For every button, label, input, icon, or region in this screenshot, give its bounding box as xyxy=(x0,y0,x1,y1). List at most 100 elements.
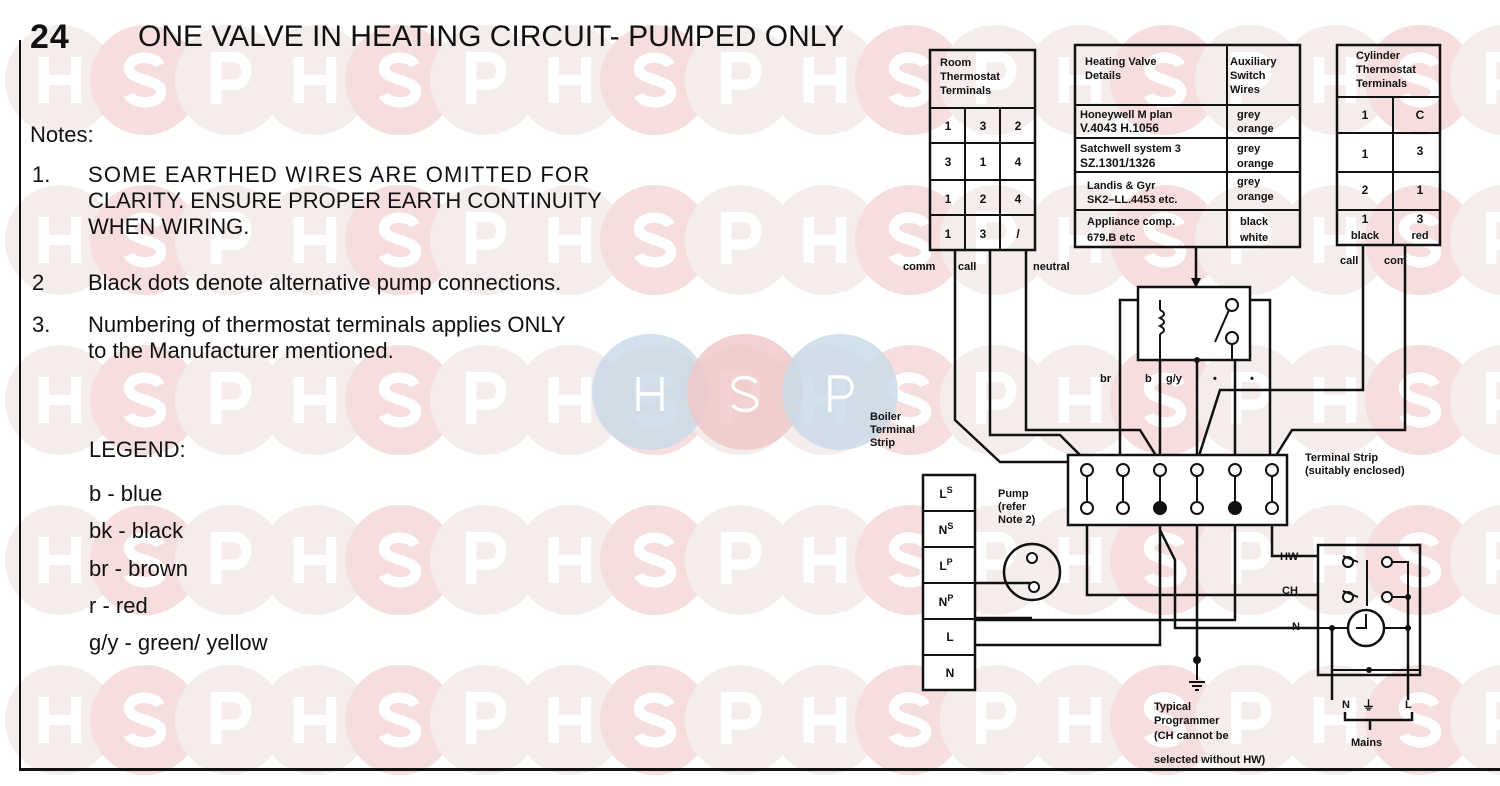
terminal xyxy=(1190,463,1204,477)
logo-circle xyxy=(782,334,898,450)
note-line: WHEN WIRING. xyxy=(88,214,250,239)
bottom-border xyxy=(19,768,1500,771)
boiler-terminal-strip: Boiler Terminal Strip LS NS LP NP L N xyxy=(870,411,977,692)
logo-circle xyxy=(687,334,803,450)
watermark-letter-h-icon xyxy=(548,57,592,103)
watermark-letter-s-icon xyxy=(888,52,932,108)
watermark-letter-s-icon xyxy=(378,532,422,588)
watermark-letter-p-icon xyxy=(1231,531,1272,585)
watermark-letter-h-icon xyxy=(1058,57,1102,103)
table-header: Cylinder xyxy=(1356,50,1401,62)
mains-label: Mains xyxy=(1351,737,1382,749)
table-cell: 3 xyxy=(1417,144,1424,158)
section-number: 24 xyxy=(30,18,70,56)
watermark-letter-h-icon xyxy=(1058,377,1102,423)
mains-n: N xyxy=(1342,699,1350,711)
watermark-letter-s-icon xyxy=(123,212,167,268)
heating-valve-table: Heating Valve Details Auxiliary Switch W… xyxy=(1073,43,1302,288)
watermark-letter-h-icon xyxy=(803,697,847,743)
watermark-letter-h-icon xyxy=(548,697,592,743)
terminal-NP: NP xyxy=(939,593,954,609)
watermark-letter-h-icon xyxy=(38,537,82,583)
watermark-letter-h-icon xyxy=(38,57,82,103)
table-cell: 4 xyxy=(1015,192,1022,206)
watermark-letter-h-icon xyxy=(38,217,82,263)
watermark-letter-s-icon xyxy=(1143,212,1187,268)
terminal xyxy=(1080,463,1094,477)
arrow-icon xyxy=(1191,278,1201,288)
watermark-letter-h-icon xyxy=(293,57,337,103)
terminal xyxy=(1080,501,1094,515)
valve-detail: SZ.1301/1326 xyxy=(1080,156,1156,170)
mains: N ⏚ L Mains xyxy=(1342,698,1412,749)
terminal xyxy=(1190,501,1204,515)
note-number: 3. xyxy=(32,312,51,337)
wire-label: • xyxy=(1250,373,1254,385)
terminal-strip-label: (suitably enclosed) xyxy=(1305,465,1405,477)
table-cell: 1 xyxy=(1362,108,1369,122)
terminal xyxy=(1265,463,1279,477)
watermark-letter-h-icon xyxy=(1058,537,1102,583)
terminal-L: L xyxy=(946,630,953,644)
terminal xyxy=(1116,463,1130,477)
watermark-letter-s-icon xyxy=(123,372,167,428)
terminal-LP: LP xyxy=(939,557,952,573)
cylinder-thermostat-table: Cylinder Thermostat Terminals 1 C 1 3 2 … xyxy=(1335,43,1442,267)
wires xyxy=(953,245,1414,730)
wire-colour: white xyxy=(1239,232,1268,244)
table-header: Room xyxy=(940,57,971,69)
wire-label: br xyxy=(1100,373,1112,385)
terminal xyxy=(1116,501,1130,515)
programmer-label-ch: CH xyxy=(1282,585,1298,597)
table-header: Terminals xyxy=(940,85,991,97)
watermark-letter-h-icon xyxy=(38,377,82,423)
programmer-caption: Programmer xyxy=(1154,715,1220,727)
watermark-letter-s-icon xyxy=(1143,692,1187,748)
table-header: Auxiliary xyxy=(1230,56,1277,68)
watermark-letter-h-icon xyxy=(548,217,592,263)
watermark-letter-p-icon xyxy=(721,531,762,585)
legend-item: b - blue xyxy=(89,481,163,506)
table-cell: 1 xyxy=(945,192,952,206)
programmer-caption: (CH cannot be xyxy=(1154,730,1229,742)
watermark-letter-h-icon xyxy=(548,537,592,583)
watermark-letter-s-icon xyxy=(633,692,677,748)
watermark-letter-h-icon xyxy=(1058,697,1102,743)
watermark-letter-p-icon xyxy=(211,531,252,585)
valve-detail: Appliance comp. xyxy=(1087,216,1175,228)
note-3: 3. Numbering of thermostat terminals app… xyxy=(32,312,566,364)
watermark-letter-p-icon xyxy=(466,371,507,425)
valve-detail: Satchwell system 3 xyxy=(1080,143,1181,155)
terminal xyxy=(1265,501,1279,515)
watermark-letter-s-icon xyxy=(888,212,932,268)
watermark-letter-h-icon xyxy=(1313,217,1357,263)
wire-label: com xyxy=(1384,255,1407,267)
wire-label: g/y xyxy=(1166,373,1183,385)
wire-label: neutral xyxy=(1033,261,1070,273)
coil-icon xyxy=(1157,300,1165,360)
note-line: Numbering of thermostat terminals applie… xyxy=(88,312,566,337)
table-cell: 1 xyxy=(1362,212,1369,226)
wire-label: comm xyxy=(903,261,936,273)
watermark-letter-s-icon xyxy=(731,375,759,413)
table-cell: 1 xyxy=(1417,183,1424,197)
table-cell: 1 xyxy=(945,227,952,241)
watermark-letter-h-icon xyxy=(548,377,592,423)
pump-label: Pump xyxy=(998,488,1029,500)
boiler-strip-label: Terminal xyxy=(870,424,915,436)
table-cell: 4 xyxy=(1015,155,1022,169)
watermark-letter-s-icon xyxy=(378,212,422,268)
watermark-letter-p-icon xyxy=(1231,51,1272,105)
watermark-letter-p-icon xyxy=(211,371,252,425)
watermark-letter-s-icon xyxy=(123,52,167,108)
watermark-letter-s-icon xyxy=(378,692,422,748)
watermark-letter-h-icon xyxy=(1313,377,1357,423)
wire-label: • xyxy=(1213,373,1217,385)
table-cell: 1 xyxy=(945,119,952,133)
programmer-caption: selected without HW) xyxy=(1154,754,1266,766)
motorised-valve: br b g/y • • xyxy=(1100,285,1254,385)
watermark-letter-h-icon xyxy=(1313,57,1357,103)
watermark-letter-s-icon xyxy=(1398,372,1442,428)
note-number: 1. xyxy=(32,162,51,187)
